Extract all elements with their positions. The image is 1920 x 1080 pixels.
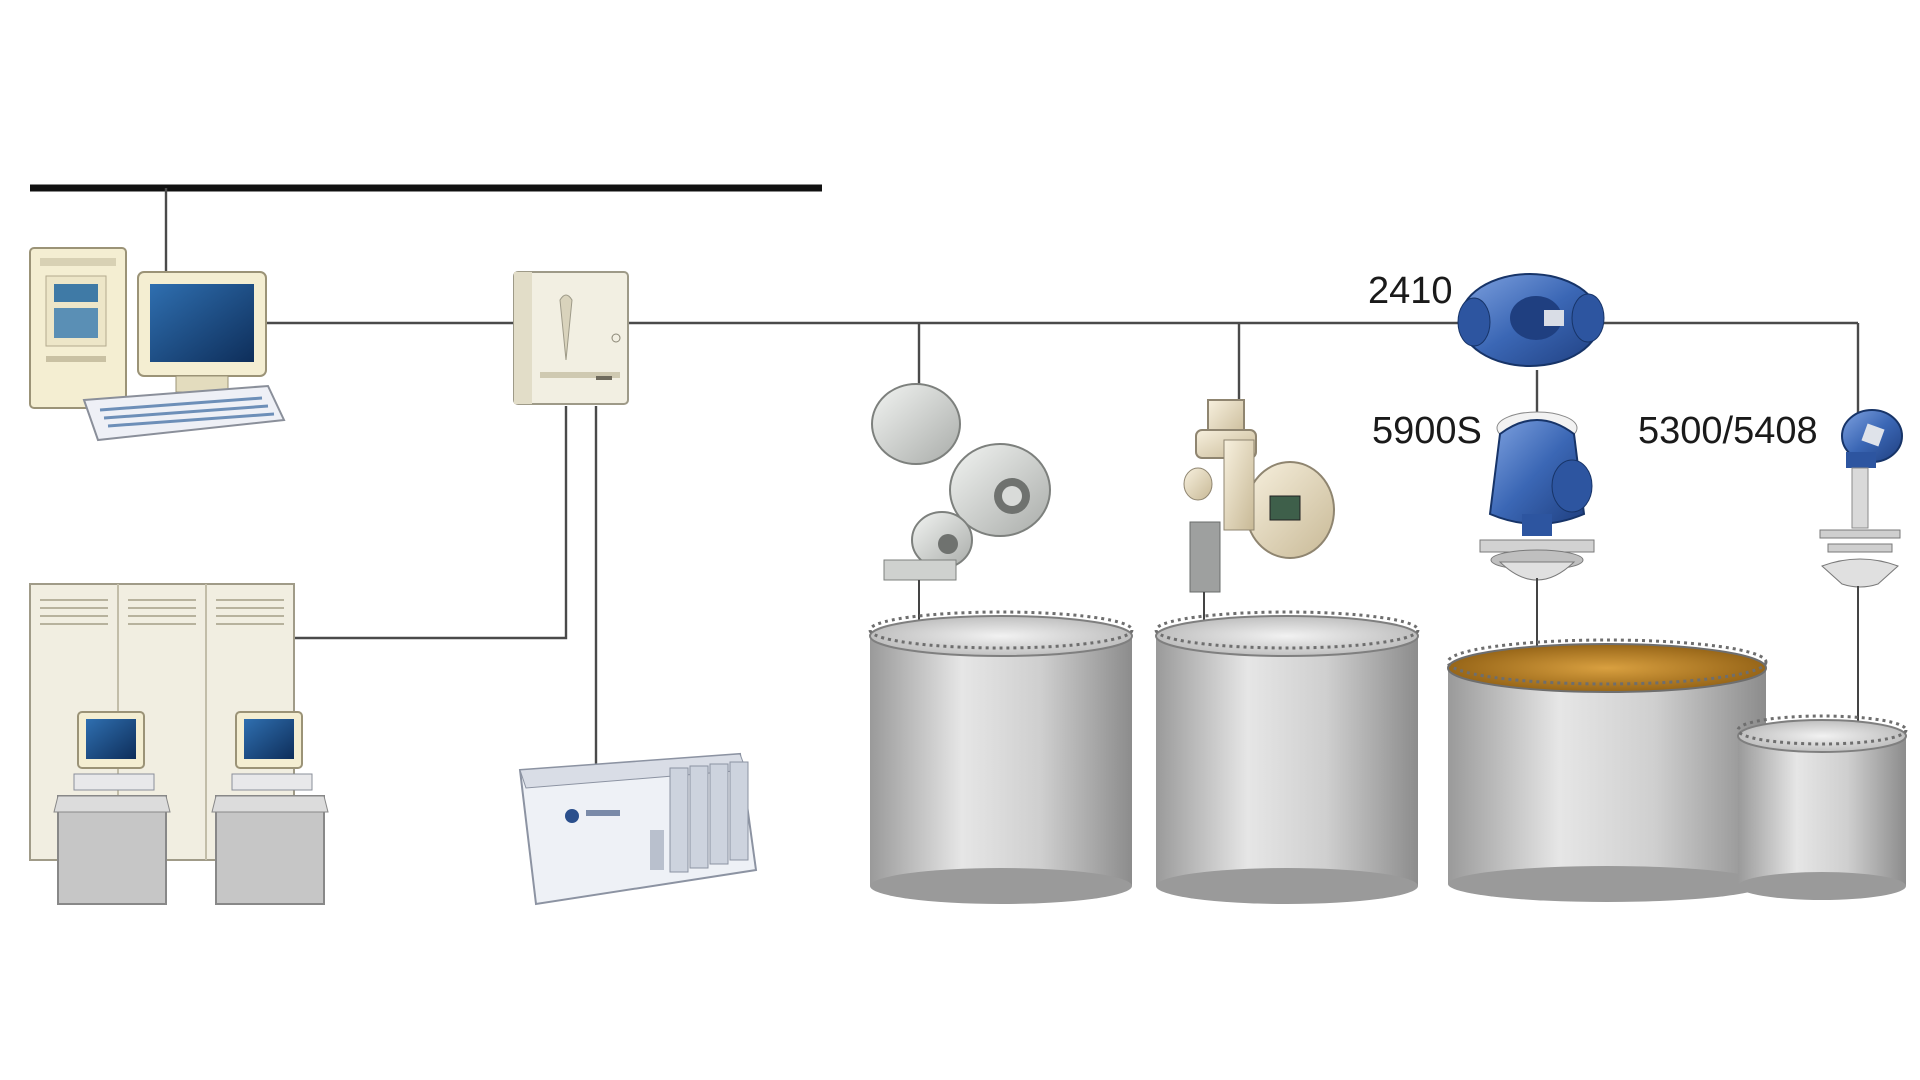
label-2410: 2410: [1368, 270, 1453, 312]
tank1-icon: [868, 610, 1134, 904]
tank4-icon: [1736, 714, 1908, 900]
label-5300-5408: 5300/5408: [1638, 410, 1818, 452]
desktop-pc-icon: [29, 247, 286, 442]
radar-gauge-tank2-icon: [1183, 399, 1335, 593]
radar-gauge-5900s-icon: [1479, 411, 1595, 581]
radar-gauge-5300-5408-icon: [1819, 409, 1903, 588]
control-room-icon: [29, 583, 329, 905]
tank3-icon: [1446, 638, 1768, 902]
radar-gauge-tank1-icon: [871, 383, 1051, 581]
label-5900s: 5900S: [1372, 410, 1482, 452]
fcu-to-control-room-line: [294, 406, 568, 640]
hub-2410-icon: [1457, 273, 1605, 367]
plc-icon: [518, 752, 758, 906]
field-communication-unit-icon: [513, 271, 629, 405]
tank2-icon: [1154, 610, 1420, 904]
